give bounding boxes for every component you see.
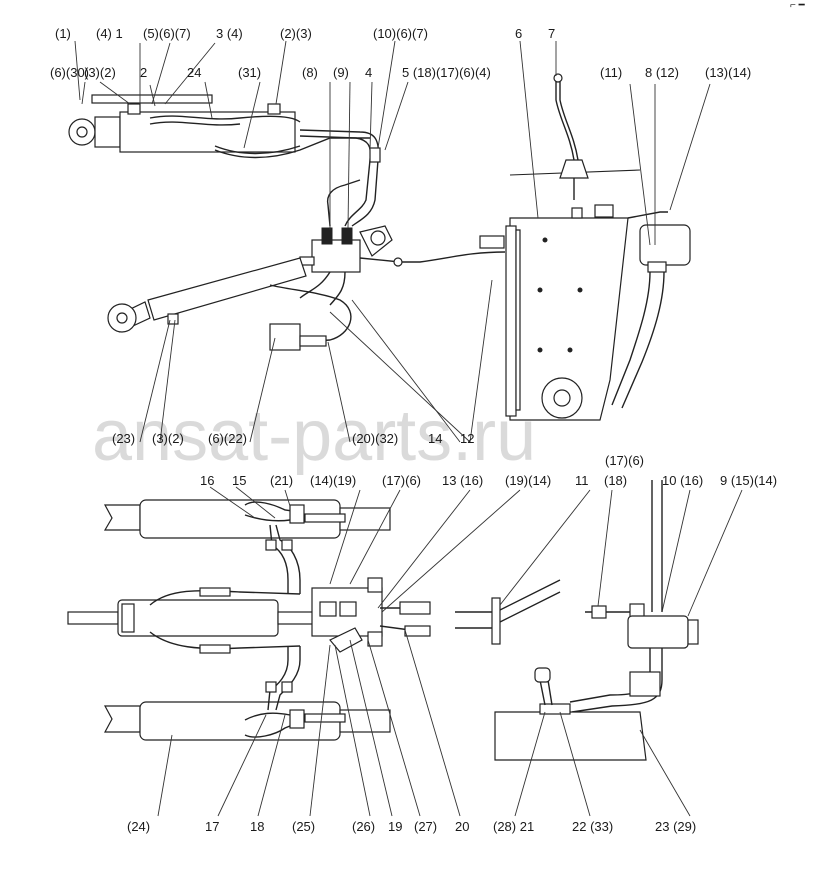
upper-left-cylinder <box>68 94 370 159</box>
label-11: (11) <box>600 65 622 80</box>
label-8-12: 8 (12) <box>645 65 679 80</box>
label-25: (25) <box>292 819 315 834</box>
upper-leaders <box>74 40 711 443</box>
label-23: (23) <box>112 431 135 446</box>
label-19-14: (19)(14) <box>505 473 551 488</box>
label-23-29: 23 (29) <box>655 819 696 834</box>
label-5-6-7: (5)(6)(7) <box>143 26 191 41</box>
lower-bottom-cylinder <box>103 701 391 741</box>
label-4: 4 <box>365 65 372 80</box>
lower-labels: (17)(6) 16 15 (21) (14)(19) (17)(6) 13 (… <box>127 453 777 834</box>
label-6-30: (6)(30) <box>50 65 89 80</box>
label-9: (9) <box>333 65 349 80</box>
label-17-6-a: (17)(6) <box>605 453 644 468</box>
label-19: 19 <box>388 819 402 834</box>
hydraulic-tank <box>479 73 691 421</box>
label-13-14: (13)(14) <box>705 65 751 80</box>
upper-labels: (1) (4) 1 (5)(6)(7) 3 (4) (2)(3) (10)(6)… <box>50 26 751 446</box>
upper-lower-cylinder <box>107 257 352 351</box>
label-11-b: 11 <box>575 473 589 488</box>
label-12: 12 <box>460 431 474 446</box>
label-7: 7 <box>548 26 555 41</box>
label-24-b: (24) <box>127 819 150 834</box>
label-16: 16 <box>200 473 214 488</box>
label-20-32: (20)(32) <box>352 431 398 446</box>
label-21: (21) <box>270 473 293 488</box>
label-3-2-b: (3)(2) <box>152 431 184 446</box>
label-13-16: 13 (16) <box>442 473 483 488</box>
label-14: 14 <box>428 431 442 446</box>
lower-leaders <box>157 486 743 817</box>
label-1: (1) <box>55 26 71 41</box>
label-2-3: (2)(3) <box>280 26 312 41</box>
upper-hoses <box>299 129 381 227</box>
label-17: 17 <box>205 819 219 834</box>
label-15: 15 <box>232 473 246 488</box>
label-24: 24 <box>187 65 201 80</box>
label-6-22: (6)(22) <box>208 431 247 446</box>
label-18-b: 18 <box>250 819 264 834</box>
label-20: 20 <box>455 819 469 834</box>
lower-control-valve <box>265 524 431 711</box>
label-27: (27) <box>414 819 437 834</box>
corner-mark: ⌐ ━ <box>790 0 806 11</box>
label-3-4: 3 (4) <box>216 26 243 41</box>
label-6: 6 <box>515 26 522 41</box>
label-28-21: (28) 21 <box>493 819 534 834</box>
lower-top-cylinder <box>103 499 391 539</box>
label-10-6-7: (10)(6)(7) <box>373 26 428 41</box>
label-22-33: 22 (33) <box>572 819 613 834</box>
upper-control-valve <box>299 225 506 306</box>
label-2: 2 <box>140 65 147 80</box>
watermark: ansat-parts.ru <box>92 396 536 476</box>
label-26: (26) <box>352 819 375 834</box>
label-10-16: 10 (16) <box>662 473 703 488</box>
label-5-18-17-6-4: 5 (18)(17)(6)(4) <box>402 65 491 80</box>
label-8: (8) <box>302 65 318 80</box>
label-18: (18) <box>604 473 627 488</box>
pump-assembly <box>494 480 699 761</box>
label-4-1: (4) 1 <box>96 26 123 41</box>
label-14-19: (14)(19) <box>310 473 356 488</box>
label-9-15-14: 9 (15)(14) <box>720 473 777 488</box>
lower-middle-cylinder <box>67 587 319 654</box>
label-31: (31) <box>238 65 261 80</box>
label-3-2: (3)(2) <box>84 65 116 80</box>
label-17-6-b: (17)(6) <box>382 473 421 488</box>
middle-hose-segment <box>455 579 561 645</box>
